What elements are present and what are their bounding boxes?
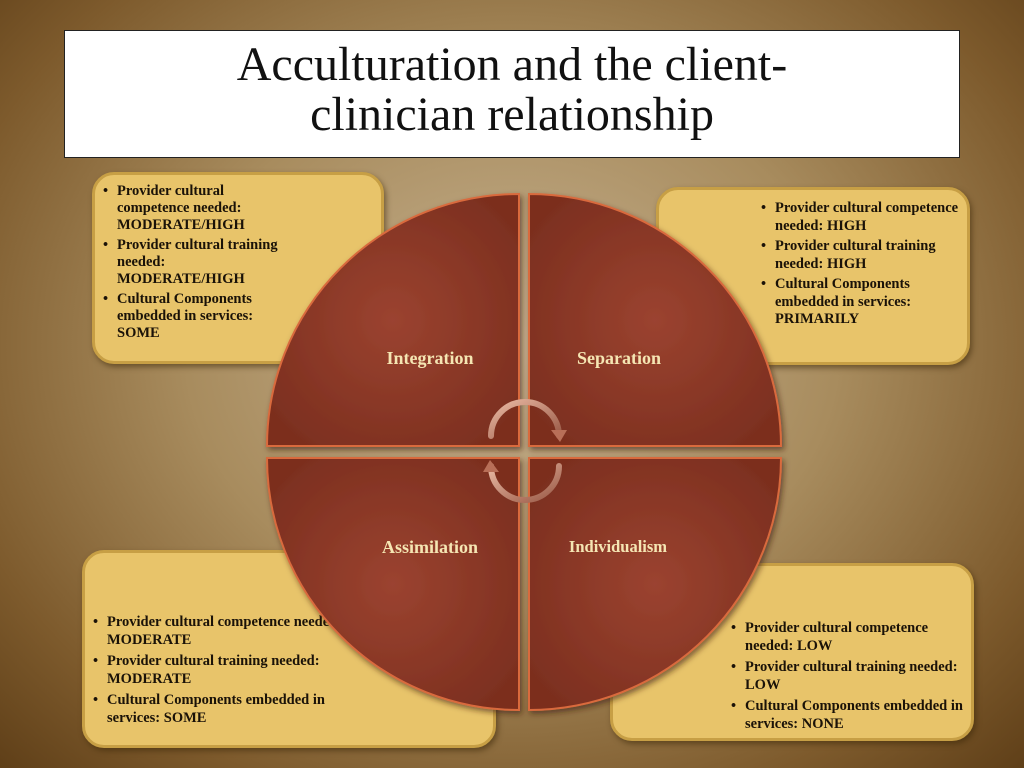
cycle-arrowhead-top: [551, 430, 567, 442]
quadrant-label-assimilation: Assimilation: [382, 537, 478, 557]
bullet-competence: Provider cultural competence needed: MOD…: [93, 613, 355, 649]
bullet-components: Cultural Components embedded in services…: [761, 276, 961, 329]
card-assimilation: Provider cultural competence needed: MOD…: [82, 550, 496, 748]
quadrant-label-integration: Integration: [387, 348, 474, 368]
bullet-list: Provider cultural competence needed: LOW…: [731, 619, 966, 733]
bullet-components: Cultural Components embedded in services…: [93, 691, 355, 727]
bullet-training: Provider cultural training needed: MODER…: [103, 237, 293, 288]
cycle-arrow-top: [488, 399, 562, 439]
bullet-competence: Provider cultural competence needed: LOW: [731, 619, 966, 655]
quadrant-integration: [265, 192, 520, 447]
bullet-training: Provider cultural training needed: LOW: [731, 658, 966, 694]
quadrant-assimilation: [265, 457, 520, 712]
page-title-line-1: Acculturation and the client-: [236, 38, 788, 91]
title-box: Acculturation and the client- clinician …: [64, 30, 960, 158]
quadrant-label-individualism: Individualism: [569, 537, 667, 556]
bullet-training: Provider cultural training needed: MODER…: [93, 652, 355, 688]
card-separation: Provider cultural competence needed: HIG…: [656, 187, 970, 365]
bullet-competence: Provider cultural competence needed: MOD…: [103, 183, 293, 234]
cycle-arrows-icon: [483, 399, 567, 503]
quadrant-label-separation: Separation: [577, 348, 661, 368]
bullet-training: Provider cultural training needed: HIGH: [761, 238, 961, 273]
bullet-list: Provider cultural competence needed: MOD…: [93, 613, 355, 727]
bullet-list: Provider cultural competence needed: HIG…: [761, 200, 961, 329]
quadrant-separation: [528, 192, 783, 447]
bullet-components: Cultural Components embedded in services…: [731, 697, 966, 733]
cycle-arrow-bottom: [488, 463, 562, 503]
bullet-competence: Provider cultural competence needed: HIG…: [761, 200, 961, 235]
quadrant-individualism: [528, 457, 783, 712]
bullet-list: Provider cultural competence needed: MOD…: [103, 183, 293, 342]
bullet-components: Cultural Components embedded in services…: [103, 291, 293, 342]
page-title-line-2: clinician relationship: [310, 88, 714, 141]
quadrant-group: [265, 192, 783, 712]
cycle-arrowhead-bottom: [483, 460, 499, 472]
